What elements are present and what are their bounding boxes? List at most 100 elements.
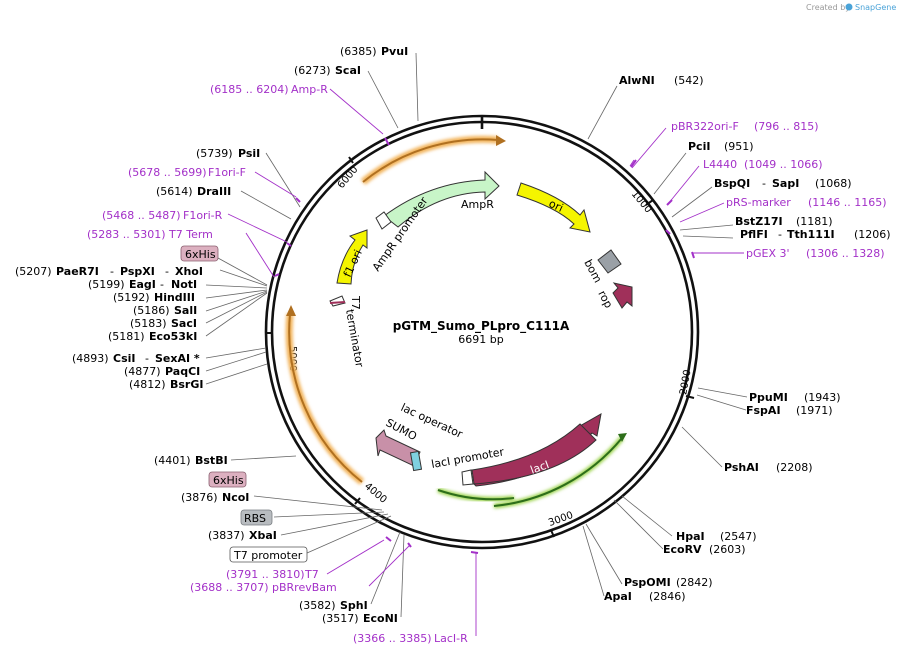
- primer-t7[interactable]: T7: [304, 568, 319, 581]
- primer-pgex-3[interactable]: pGEX 3': [746, 247, 790, 260]
- svg-text:(2603): (2603): [709, 543, 746, 556]
- t7-terminator-label-1: T7: [349, 295, 362, 310]
- svg-text:(5207): (5207): [15, 265, 52, 278]
- right-leaders: [582, 85, 748, 597]
- site-ecorv[interactable]: EcoRV: [663, 543, 702, 556]
- svg-text:(2842): (2842): [676, 576, 713, 589]
- snapgene-credit: Created by SnapGene: [806, 3, 896, 12]
- svg-text:(951): (951): [724, 140, 754, 153]
- ori-label: ori: [547, 197, 565, 215]
- site-paqci[interactable]: PaqCI: [165, 365, 200, 378]
- rop-feature[interactable]: [612, 282, 633, 309]
- site-pflfi[interactable]: PflFI: [740, 228, 768, 241]
- svg-text:(3791 .. 3810): (3791 .. 3810): [226, 568, 305, 581]
- site-saci[interactable]: SacI: [171, 317, 197, 330]
- site-econi[interactable]: EcoNI: [363, 612, 398, 625]
- rop-label: rop: [595, 288, 615, 310]
- ampr-promoter-feature[interactable]: [375, 211, 392, 230]
- site-csii[interactable]: CsiI: [113, 352, 135, 365]
- primer-labels: pBR322ori-F (796 .. 815) L4440 (1049 .. …: [87, 83, 887, 645]
- site-tth111i[interactable]: Tth111I: [787, 228, 835, 241]
- left-enzyme-labels: (6385) PvuI (6273) ScaI (5739) PsiI (561…: [15, 45, 408, 625]
- site-hindiii[interactable]: HindIII: [154, 291, 195, 304]
- orf-arcs: [285, 135, 627, 509]
- primer-laci-r[interactable]: LacI-R: [434, 632, 468, 645]
- site-xhoi[interactable]: XhoI: [175, 265, 203, 278]
- svg-text:(5468 .. 5487): (5468 .. 5487): [102, 209, 181, 222]
- svg-text:(4877): (4877): [124, 365, 161, 378]
- site-bstz17i[interactable]: BstZ17I: [735, 215, 783, 228]
- svg-text:(1181): (1181): [796, 215, 833, 228]
- site-apai[interactable]: ApaI: [604, 590, 632, 603]
- bom-feature[interactable]: [597, 249, 622, 274]
- ampr-label: AmpR: [461, 198, 494, 211]
- svg-text:-: -: [165, 265, 169, 278]
- plasmid-size: 6691 bp: [458, 333, 503, 346]
- svg-text:(2208): (2208): [776, 461, 813, 474]
- right-enzyme-labels: AlwNI (542) PciI (951) BspQI - SapI (106…: [604, 74, 891, 603]
- site-pcii[interactable]: PciI: [688, 140, 710, 153]
- site-pspxi[interactable]: PspXI: [120, 265, 155, 278]
- svg-text:(1049 .. 1066): (1049 .. 1066): [744, 158, 823, 171]
- primer-prs-marker[interactable]: pRS-marker: [726, 196, 791, 209]
- site-ppumi[interactable]: PpuMI: [749, 391, 788, 404]
- site-xbai[interactable]: XbaI: [249, 529, 277, 542]
- site-psii[interactable]: PsiI: [238, 147, 260, 160]
- site-pspomi[interactable]: PspOMI: [624, 576, 671, 589]
- his-tag-bottom[interactable]: 6xHis: [213, 474, 244, 487]
- site-eagi[interactable]: EagI: [129, 278, 156, 291]
- ori-feature[interactable]: [516, 182, 591, 233]
- svg-text:(6385): (6385): [340, 45, 377, 58]
- primer-pbrrevbam[interactable]: pBRrevBam: [272, 581, 337, 594]
- primer-t7-term[interactable]: T7 Term: [168, 228, 213, 241]
- lac-operator-feature[interactable]: [409, 450, 423, 472]
- site-pshai[interactable]: PshAI: [724, 461, 759, 474]
- his-tag-top[interactable]: 6xHis: [185, 248, 216, 261]
- site-ncoi[interactable]: NcoI: [222, 491, 249, 504]
- svg-text:(1943): (1943): [804, 391, 841, 404]
- svg-text:(5192): (5192): [113, 291, 150, 304]
- site-alwni[interactable]: AlwNI: [619, 74, 655, 87]
- svg-text:(5186): (5186): [133, 304, 170, 317]
- site-draiii[interactable]: DraIII: [197, 185, 231, 198]
- laci-label: lacI: [529, 458, 551, 477]
- left-leaders: [205, 52, 419, 618]
- site-noti[interactable]: NotI: [171, 278, 197, 291]
- svg-text:(1068): (1068): [815, 177, 852, 190]
- site-eco53ki[interactable]: Eco53kI: [149, 330, 197, 343]
- svg-text:(5283 .. 5301): (5283 .. 5301): [87, 228, 166, 241]
- site-fspai[interactable]: FspAI: [746, 404, 781, 417]
- primer-f1ori-f[interactable]: F1ori-F: [208, 166, 246, 179]
- t7-terminator-feature[interactable]: [329, 295, 346, 307]
- svg-text:(3837): (3837): [208, 529, 245, 542]
- primer-pbr322ori-f[interactable]: pBR322ori-F: [671, 120, 739, 133]
- orf-top-arrowhead: [496, 135, 506, 146]
- f1-ori-feature[interactable]: [336, 229, 368, 285]
- site-bspqi[interactable]: BspQI: [714, 177, 750, 190]
- snapgene-logo-icon: [845, 3, 853, 11]
- t7-promoter-box[interactable]: T7 promoter: [233, 549, 303, 562]
- site-sapi[interactable]: SapI: [772, 177, 799, 190]
- site-scai[interactable]: ScaI: [335, 64, 361, 77]
- site-sphi[interactable]: SphI: [340, 599, 368, 612]
- rbs-box[interactable]: RBS: [244, 512, 266, 525]
- site-paer7i[interactable]: PaeR7I: [56, 265, 99, 278]
- site-hpai[interactable]: HpaI: [676, 530, 705, 543]
- svg-text:-: -: [160, 278, 164, 291]
- site-sali[interactable]: SalI: [174, 304, 197, 317]
- primer-amp-r[interactable]: Amp-R: [291, 83, 328, 96]
- svg-text:(5199): (5199): [88, 278, 125, 291]
- svg-text:(3582): (3582): [299, 599, 336, 612]
- svg-text:-: -: [778, 228, 782, 241]
- site-bstbi[interactable]: BstBI: [195, 454, 228, 467]
- svg-text:(3517): (3517): [322, 612, 359, 625]
- primer-f1ori-r[interactable]: F1ori-R: [183, 209, 223, 222]
- site-sexai[interactable]: SexAI *: [155, 352, 200, 365]
- site-pvui[interactable]: PvuI: [381, 45, 408, 58]
- site-bsrgi[interactable]: BsrGI: [170, 378, 203, 391]
- primer-l4440[interactable]: L4440: [703, 158, 737, 171]
- ampr-feature[interactable]: [383, 170, 500, 228]
- svg-text:(1971): (1971): [796, 404, 833, 417]
- laci-promoter-feature[interactable]: [461, 469, 474, 486]
